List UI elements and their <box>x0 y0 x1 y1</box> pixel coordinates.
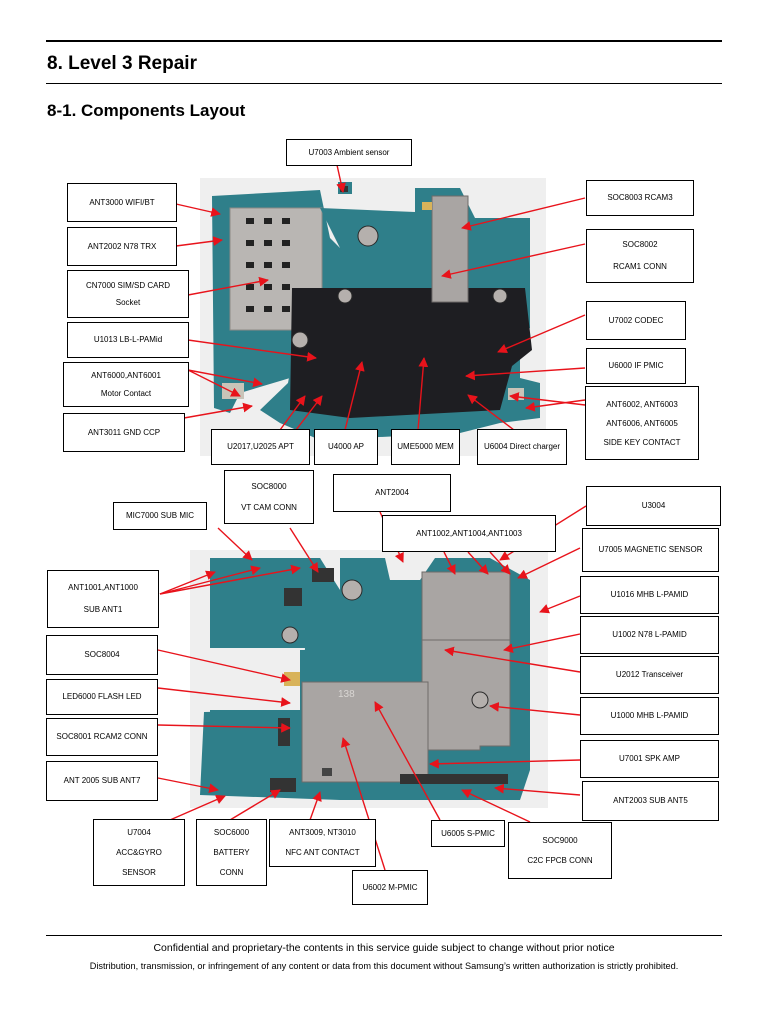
label-u1000: U1000 MHB L-PAMID <box>580 697 719 735</box>
label-u1002: U1002 N78 L-PAMID <box>580 616 719 654</box>
label-ant2003: ANT2003 SUB ANT5 <box>582 781 719 821</box>
label-u1013: U1013 LB-L-PAMid <box>67 322 189 358</box>
label-u6004: U6004 Direct charger <box>477 429 567 465</box>
section-title: 8-1. Components Layout <box>47 101 246 120</box>
footer-confidential: Confidential and proprietary-the content… <box>153 942 615 954</box>
label-ant3000: ANT3000 WIFI/BT <box>67 183 177 222</box>
label-u6005: U6005 S-PMIC <box>431 820 505 847</box>
title-rule <box>46 83 722 84</box>
top-rule <box>46 40 722 42</box>
label-soc8003: SOC8003 RCAM3 <box>586 180 694 216</box>
label-ant2004: ANT2004 <box>333 474 451 512</box>
label-u4000: U4000 AP <box>314 429 378 465</box>
label-ume5000: UME5000 MEM <box>391 429 460 465</box>
label-soc8004: SOC8004 <box>46 635 158 675</box>
label-u2017: U2017,U2025 APT <box>211 429 310 465</box>
label-u3004: U3004 <box>586 486 721 526</box>
label-ant3011: ANT3011 GND CCP <box>63 413 185 452</box>
label-u6002: U6002 M-PMIC <box>352 870 428 905</box>
label-ant1002: ANT1002,ANT1004,ANT1003 <box>382 515 556 552</box>
label-u6000: U6000 IF PMIC <box>586 348 686 384</box>
footer-distribution: Distribution, transmission, or infringem… <box>89 961 679 971</box>
bottom-board-photo <box>190 550 548 808</box>
label-led6000: LED6000 FLASH LED <box>46 679 158 715</box>
board-marking: 138 <box>338 689 355 700</box>
label-u7003: U7003 Ambient sensor <box>286 139 412 166</box>
label-soc8001: SOC8001 RCAM2 CONN <box>46 718 158 756</box>
label-mic7000: MIC7000 SUB MIC <box>113 502 207 530</box>
top-board-photo <box>200 178 546 456</box>
label-u7001: U7001 SPK AMP <box>580 740 719 778</box>
footer-rule <box>46 935 722 936</box>
label-ant2002: ANT2002 N78 TRX <box>67 227 177 266</box>
label-u7002: U7002 CODEC <box>586 301 686 340</box>
label-u7005: U7005 MAGNETIC SENSOR <box>582 528 719 572</box>
page-title: 8. Level 3 Repair <box>47 53 197 74</box>
label-u1016: U1016 MHB L-PAMID <box>580 576 719 614</box>
label-u2012: U2012 Transceiver <box>580 656 719 694</box>
label-ant2005: ANT 2005 SUB ANT7 <box>46 761 158 801</box>
